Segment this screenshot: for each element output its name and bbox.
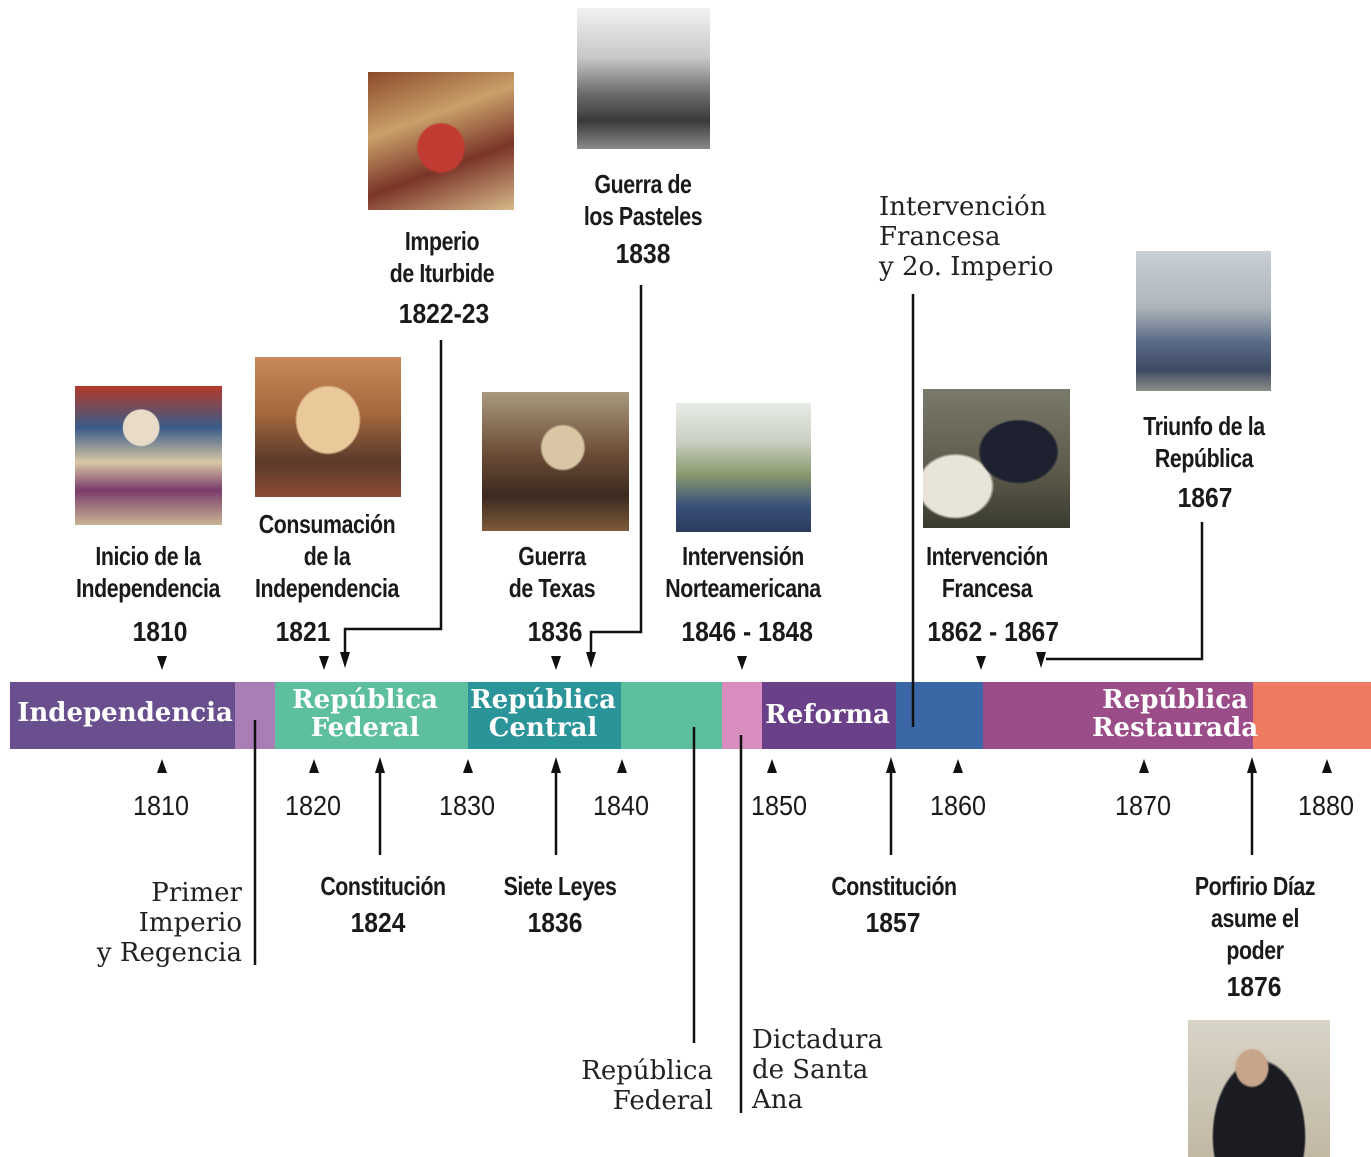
note-dictadura: Dictadura de Santa Ana (752, 1025, 883, 1115)
event-title-pasteles: Guerra de los Pasteles (583, 169, 703, 231)
event-year-triunfo: 1867 (1177, 482, 1233, 513)
event-title-const1824: Constitución (320, 871, 446, 901)
event-year-porfirio: 1876 (1226, 971, 1282, 1002)
note-republica-federal: República Federal (581, 1056, 713, 1116)
arrow-1810-down (157, 656, 167, 670)
event-year-norteamericana: 1846 - 1848 (681, 616, 813, 647)
period-label-republica-federal: República Federal (292, 685, 438, 743)
period-label-republica-central: República Central (470, 685, 616, 743)
period-republica-restaurada (983, 682, 1253, 749)
event-year-iturbide: 1822-23 (398, 298, 490, 329)
arrow-1846-down (737, 656, 747, 670)
event-title-inicio: Inicio de la Independencia (76, 541, 220, 603)
tick-1840 (617, 759, 627, 773)
event-title-norteamericana: Intervensión Norteamericana (665, 541, 821, 603)
texas-painting (482, 392, 629, 531)
event-title-triunfo: Triunfo de la República (1143, 411, 1265, 473)
period-primer-imperio (235, 682, 275, 749)
event-title-iturbide: Imperio de Iturbide (389, 226, 495, 288)
period-republica-central (468, 682, 621, 749)
axis-year-1880: 1880 (1297, 790, 1355, 821)
period-dictadura-santa-ana (722, 682, 762, 749)
period-reforma (762, 682, 896, 749)
tick-1870 (1139, 759, 1149, 773)
note-primer-imperio: Primer Imperio y Regencia (96, 878, 242, 968)
tick-1880 (1322, 759, 1332, 773)
note-intervencion-imperio: Intervención Francesa y 2o. Imperio (879, 192, 1054, 282)
event-year-const1824: 1824 (350, 907, 406, 938)
event-year-const1857: 1857 (865, 907, 921, 938)
period-label-republica-restaurada: República Restaurada (1091, 685, 1259, 743)
period-republica-federal (275, 682, 468, 749)
event-year-texas: 1836 (527, 616, 583, 647)
axis-year-1860: 1860 (929, 790, 987, 821)
arrow-pasteles-down (586, 652, 596, 668)
period-label-independencia: Independencia (17, 698, 233, 728)
axis-year-1810: 1810 (132, 790, 190, 821)
fusilamiento-painting (1136, 251, 1271, 391)
tick-1860 (953, 759, 963, 773)
hidalgo-painting (75, 386, 222, 525)
event-title-sieteleyes: Siete Leyes (503, 871, 617, 901)
arrow-1821-down (319, 656, 329, 670)
tick-1810 (157, 759, 167, 773)
event-title-consumacion: Consumación de la Independencia (255, 509, 399, 603)
arrow-1862-down (976, 656, 986, 670)
arrow-porfirio-up (1247, 757, 1257, 773)
event-year-sieteleyes: 1836 (527, 907, 583, 938)
arrow-const1857-up (886, 757, 896, 773)
pasteles-engraving (577, 8, 710, 149)
tick-1830 (463, 759, 473, 773)
axis-year-1820: 1820 (284, 790, 342, 821)
arrow-iturbide-down (340, 652, 350, 668)
period-independencia (10, 682, 235, 749)
event-year-pasteles: 1838 (615, 238, 671, 269)
tick-1820 (309, 759, 319, 773)
period-intervencion (896, 682, 983, 749)
period-porfiriato (1253, 682, 1371, 749)
period-republica-federal-2 (621, 682, 722, 749)
period-label-reforma: Reforma (765, 700, 890, 730)
arrow-triunfo-down (1036, 652, 1046, 668)
event-title-const1857: Constitución (831, 871, 957, 901)
arrow-1836-down (551, 656, 561, 670)
event-title-porfirio: Porfirio Díaz asume el poder (1194, 871, 1316, 965)
event-year-francesa: 1862 - 1867 (927, 616, 1059, 647)
event-year-inicio: 1810 (132, 616, 188, 647)
axis-year-1850: 1850 (750, 790, 808, 821)
axis-year-1840: 1840 (592, 790, 650, 821)
axis-year-1870: 1870 (1114, 790, 1172, 821)
axis-year-1830: 1830 (438, 790, 496, 821)
arrow-const1824-up (375, 757, 385, 773)
consumacion-painting (255, 357, 401, 497)
maximiliano-painting (923, 389, 1070, 528)
norteamericana-painting (676, 403, 811, 532)
iturbide-painting (368, 72, 514, 210)
event-title-texas: Guerra de Texas (508, 541, 596, 603)
event-title-francesa: Intervención Francesa (926, 541, 1048, 603)
porfirio-portrait (1188, 1020, 1330, 1157)
tick-1850 (767, 759, 777, 773)
event-year-consumacion: 1821 (275, 616, 331, 647)
arrow-sieteleyes-up (551, 757, 561, 773)
triunfo-leader-line (1046, 522, 1204, 661)
